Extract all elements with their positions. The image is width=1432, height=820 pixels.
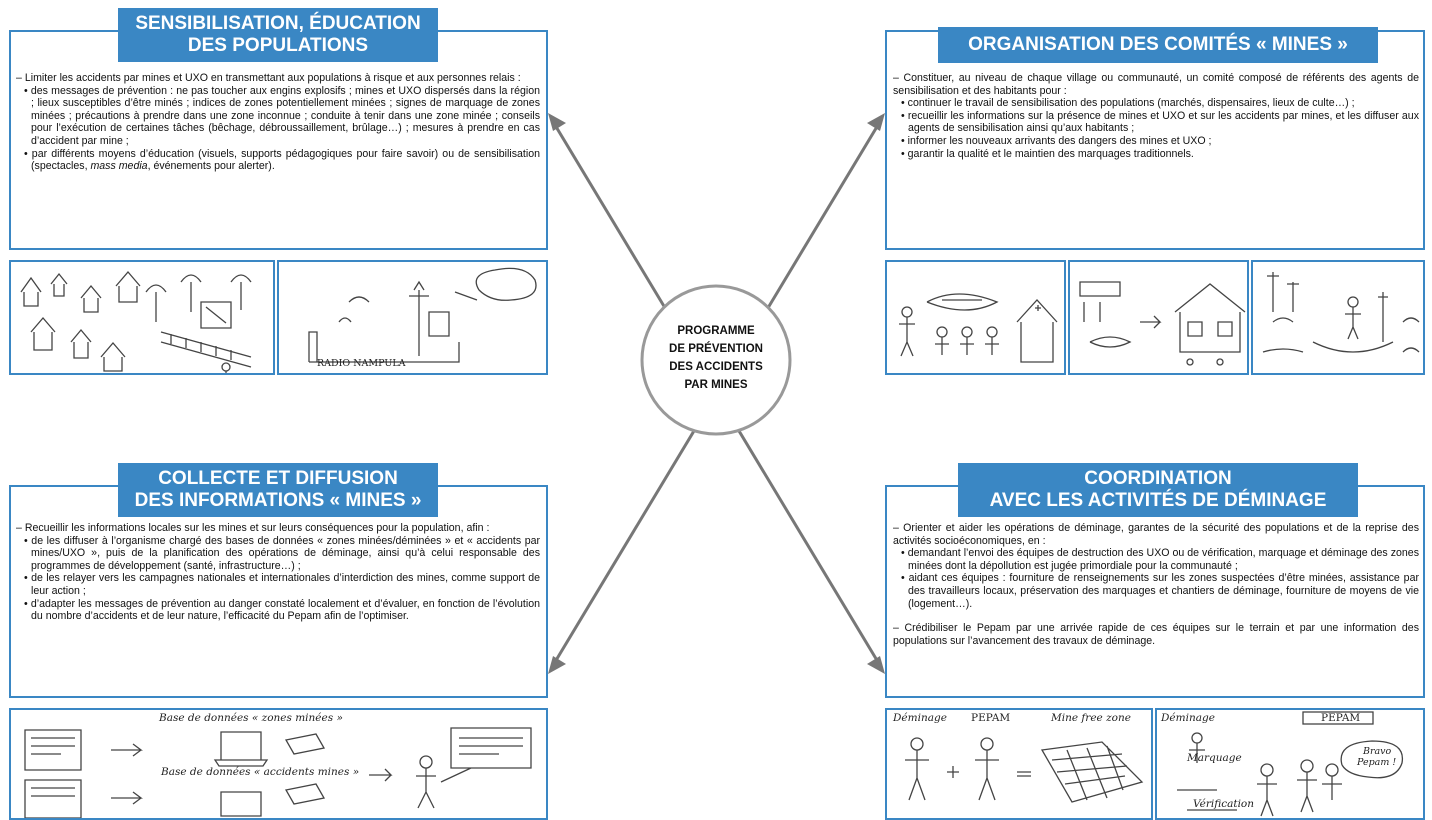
organisation-body: – Constituer, au niveau de chaque villag… (893, 72, 1419, 160)
collecte-title-line2: DES INFORMATIONS « MINES » (134, 490, 422, 511)
sketch-village-marking (9, 260, 275, 375)
sketch-databases: Base de données « zones minées » Base de… (9, 708, 548, 820)
collecte-bullet-1: de les diffuser à l’organisme chargé des… (31, 534, 541, 572)
mass-media-text: mass media (90, 160, 148, 173)
sketch-traditional-markers (1251, 260, 1425, 375)
verification-caption: Vérification (1193, 798, 1255, 810)
sensibilisation-bullet-2b: , événements pour alerter). (147, 160, 275, 173)
organisation-intro: – Constituer, au niveau de chaque villag… (893, 72, 1419, 97)
bravo-caption-line1: Bravo (1363, 746, 1392, 757)
organisation-bullet: informer les nouveaux arrivants des dang… (900, 135, 1419, 148)
sketch-committee-meeting (885, 260, 1066, 375)
organisation-title: ORGANISATION DES COMITÉS « MINES » (938, 27, 1378, 63)
coordination-title-line1: COORDINATION (1084, 468, 1232, 489)
organisation-bullet-2: recueillir les informations sur la prése… (907, 109, 1419, 135)
collecte-bullet: de les diffuser à l’organisme chargé des… (23, 535, 540, 573)
coordination-bullet: demandant l’envoi des équipes de destruc… (900, 547, 1419, 572)
coordination-bullet: aidant ces équipes : fourniture de rense… (900, 572, 1419, 610)
marquage-caption: Marquage (1187, 752, 1242, 764)
sensibilisation-title: SENSIBILISATION, ÉDUCATION DES POPULATIO… (118, 8, 438, 62)
database-accidents-caption: Base de données « accidents mines » (161, 766, 360, 778)
demining-caption-2: Déminage (1161, 712, 1215, 724)
radio-nampula-caption: RADIO NAMPULA (317, 358, 406, 369)
sensibilisation-intro: – Limiter les accidents par mines et UXO… (16, 72, 521, 84)
coordination-bullet-2: aidant ces équipes : fourniture de rense… (908, 572, 1419, 610)
sketch-radio: RADIO NAMPULA (277, 260, 548, 375)
sensibilisation-body: – Limiter les accidents par mines et UXO… (16, 72, 540, 173)
center-line-3: DES ACCIDENTS (669, 361, 763, 373)
collecte-intro: – Recueillir les informations locales su… (16, 522, 490, 534)
mine-free-zone-caption: Mine free zone (1051, 712, 1131, 724)
center-title: PROGRAMME DE PRÉVENTION DES ACCIDENTS PA… (642, 322, 790, 394)
coordination-title: COORDINATION AVEC LES ACTIVITÉS DE DÉMIN… (958, 463, 1358, 517)
database-zones-caption: Base de données « zones minées » (159, 712, 343, 724)
collecte-bullet: d’adapter les messages de prévention au … (23, 598, 540, 623)
organisation-bullet: recueillir les informations sur la prése… (900, 110, 1419, 135)
pepam-caption-1: PEPAM (971, 712, 1011, 724)
sensibilisation-title-line2: DES POPULATIONS (187, 35, 369, 56)
collecte-bullet-3: d’adapter les messages de prévention au … (30, 597, 540, 623)
collecte-title: COLLECTE ET DIFFUSION DES INFORMATIONS «… (118, 463, 438, 517)
demining-caption-1: Déminage (893, 712, 947, 724)
organisation-bullet: continuer le travail de sensibilisation … (900, 97, 1419, 110)
organisation-bullet-4: garantir la qualité et le maintien des m… (907, 147, 1194, 160)
sketch-information-sharing (1068, 260, 1249, 375)
collecte-bullet: de les relayer vers les campagnes nation… (23, 572, 540, 597)
sketch-demining-operations: Déminage PEPAM Marquage Vérification Bra… (1155, 708, 1425, 820)
coordination-intro: – Orienter et aider les opérations de dé… (893, 522, 1419, 547)
organisation-bullet-1: continuer le travail de sensibilisation … (907, 97, 1355, 110)
bravo-caption-line2: Pepam ! (1357, 757, 1397, 768)
collecte-title-line1: COLLECTE ET DIFFUSION (158, 468, 398, 489)
coordination-title-line2: AVEC LES ACTIVITÉS DE DÉMINAGE (989, 490, 1327, 511)
collecte-bullet-2: de les relayer vers les campagnes nation… (31, 572, 540, 597)
coordination-bullet-1: demandant l’envoi des équipes de destruc… (907, 547, 1419, 572)
center-line-2: DE PRÉVENTION (669, 343, 763, 355)
sensibilisation-bullet: des messages de prévention : ne pas touc… (23, 85, 540, 148)
sensibilisation-bullet-1: des messages de prévention : ne pas touc… (30, 84, 540, 147)
coordination-paragraph-2: – Crédibiliser le Pepam par une arrivée … (893, 622, 1419, 647)
organisation-bullet-3: informer les nouveaux arrivants des dang… (907, 134, 1212, 147)
collecte-body: – Recueillir les informations locales su… (16, 522, 540, 623)
sensibilisation-bullet: par différents moyens d’éducation (visue… (23, 148, 540, 173)
organisation-bullet: garantir la qualité et le maintien des m… (900, 148, 1419, 161)
sensibilisation-bullet-2a: par différents moyens d’éducation (visue… (31, 147, 540, 173)
center-line-1: PROGRAMME (677, 325, 755, 337)
pepam-caption-2: PEPAM (1321, 712, 1361, 724)
center-line-4: PAR MINES (684, 379, 748, 391)
sensibilisation-title-line1: SENSIBILISATION, ÉDUCATION (135, 13, 421, 34)
sketch-demining-team: Déminage PEPAM Mine free zone (885, 708, 1153, 820)
coordination-body: – Orienter et aider les opérations de dé… (893, 522, 1419, 647)
